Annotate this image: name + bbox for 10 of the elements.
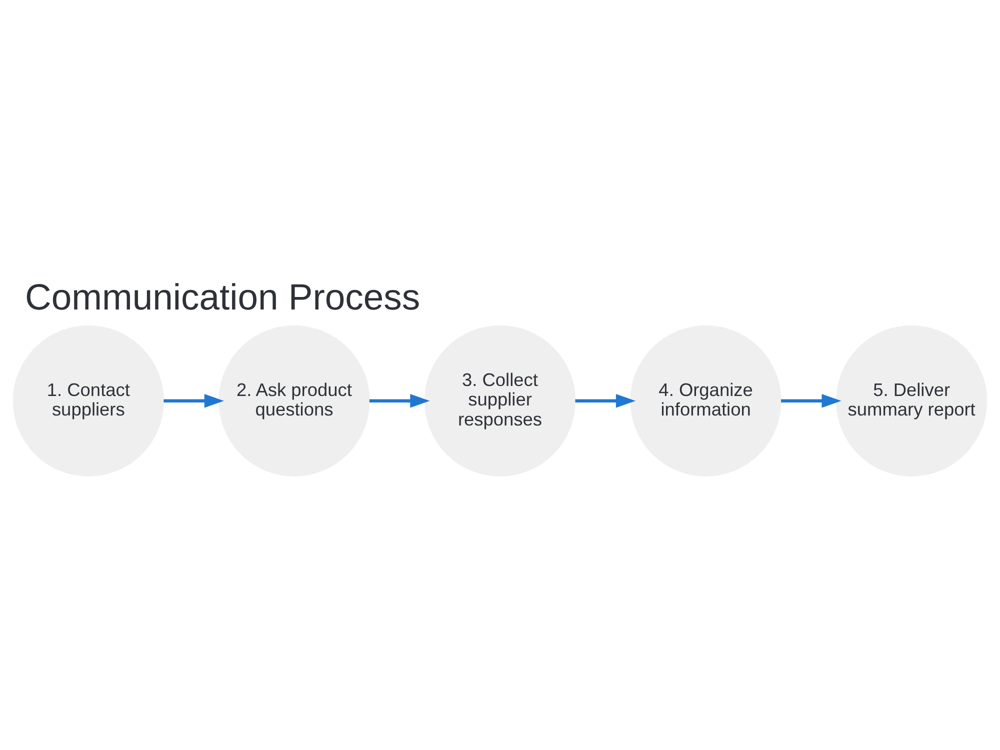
arrow <box>164 394 224 408</box>
node-circle: 2. Ask product questions <box>218 324 370 476</box>
arrow <box>575 394 636 408</box>
node-circle: 4. Organize information <box>630 324 782 476</box>
node-circle: 3. Collect supplier responses <box>424 324 576 476</box>
node-circle: 5. Deliver summary report <box>836 324 988 476</box>
diagram-title: Communication Process <box>25 276 420 318</box>
arrow <box>369 394 430 408</box>
arrow <box>781 394 842 408</box>
node-circle: 1. Contact suppliers <box>12 324 164 476</box>
